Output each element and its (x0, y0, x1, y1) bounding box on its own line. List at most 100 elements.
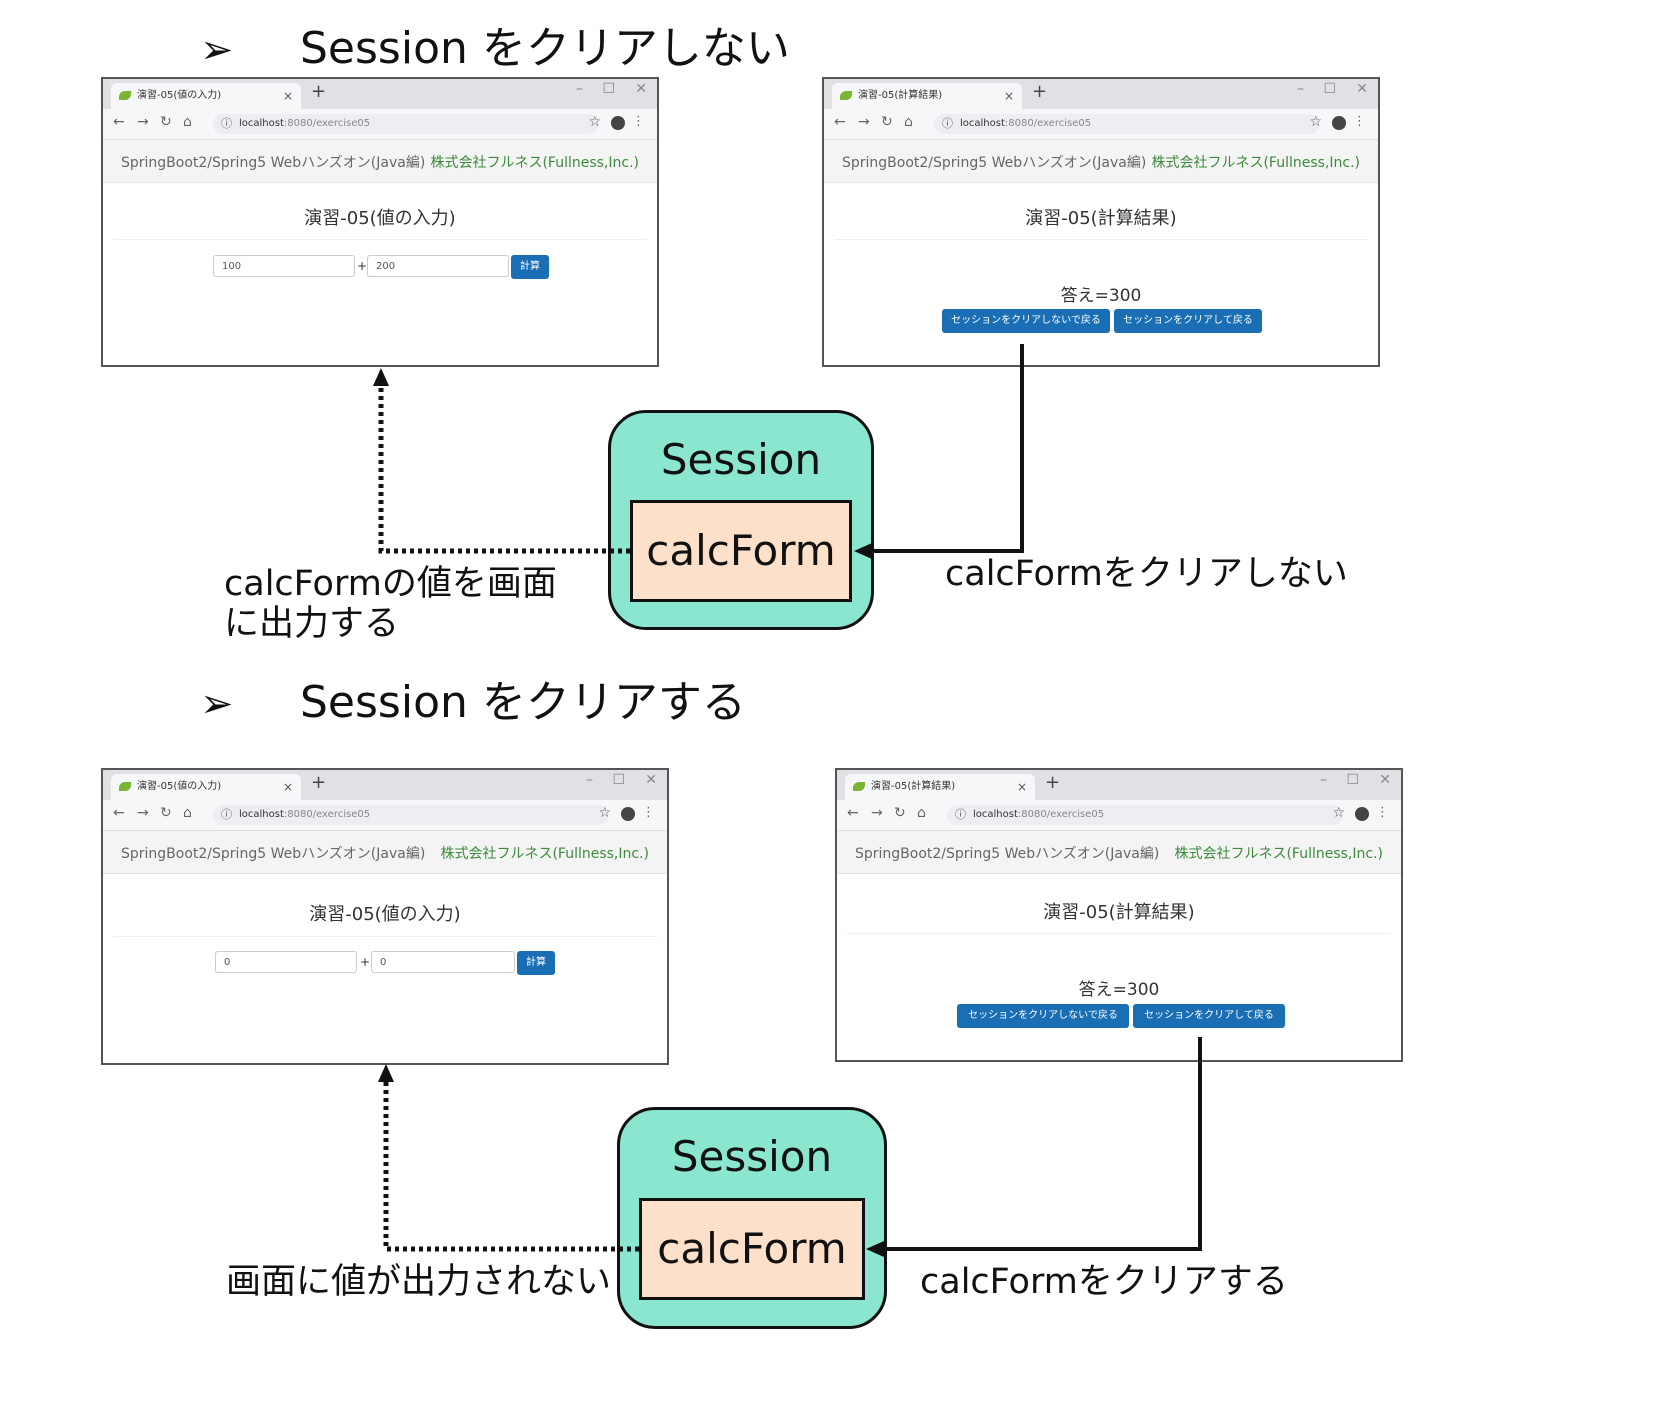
reload-icon[interactable]: ↻ (160, 114, 172, 130)
info-icon: ⓘ (221, 808, 232, 821)
info-icon: ⓘ (955, 808, 966, 821)
new-tab-button[interactable]: + (311, 81, 327, 102)
maximize-icon[interactable]: ☐ (1323, 81, 1336, 97)
browser-menu-icon[interactable]: ⋮ (632, 114, 645, 129)
site-navbar: SpringBoot2/Spring5 Webハンズオン(Java編) 株式会社… (824, 140, 1378, 183)
company-link[interactable]: 株式会社フルネス(Fullness,Inc.) (440, 846, 649, 862)
calc-button[interactable]: 計算 (517, 951, 555, 975)
minimize-icon[interactable]: – (576, 81, 583, 97)
home-icon[interactable]: ⌂ (904, 114, 913, 130)
number-input-2[interactable]: 0 (371, 951, 515, 973)
site-brand[interactable]: SpringBoot2/Spring5 Webハンズオン(Java編) (121, 155, 426, 171)
home-icon[interactable]: ⌂ (917, 805, 926, 821)
divider (113, 936, 657, 937)
site-brand[interactable]: SpringBoot2/Spring5 Webハンズオン(Java編) (855, 846, 1160, 862)
url-field[interactable]: ⓘ localhost:8080/exercise05 (947, 805, 1343, 825)
tab-close-icon[interactable]: × (282, 780, 293, 794)
tab-close-icon[interactable]: × (1003, 89, 1014, 103)
new-tab-button[interactable]: + (311, 772, 327, 793)
back-without-clearing-button[interactable]: セッションをクリアしないで戻る (957, 1004, 1129, 1028)
section-heading: ➢Session をクリアしない (200, 12, 790, 76)
back-icon[interactable]: ← (113, 114, 125, 130)
browser-tab[interactable]: 演習-05(値の入力) × (111, 774, 301, 800)
home-icon[interactable]: ⌂ (183, 114, 192, 130)
address-bar: ← → ↻ ⌂ ⓘ localhost:8080/exercise05 ☆ ⋮ (103, 800, 667, 831)
back-with-clearing-button[interactable]: セッションをクリアして戻る (1114, 309, 1262, 333)
account-icon[interactable] (611, 116, 625, 130)
divider (113, 239, 647, 240)
site-brand[interactable]: SpringBoot2/Spring5 Webハンズオン(Java編) (842, 155, 1147, 171)
back-without-clearing-button[interactable]: セッションをクリアしないで戻る (942, 309, 1110, 333)
home-icon[interactable]: ⌂ (183, 805, 192, 821)
browser-tab[interactable]: 演習-05(計算結果) × (845, 774, 1035, 800)
minimize-icon[interactable]: – (586, 772, 593, 788)
reload-icon[interactable]: ↻ (894, 805, 906, 821)
maximize-icon[interactable]: ☐ (602, 81, 615, 97)
forward-icon[interactable]: → (137, 114, 149, 130)
site-brand[interactable]: SpringBoot2/Spring5 Webハンズオン(Java編) (121, 846, 426, 862)
close-icon[interactable]: ✕ (1356, 81, 1368, 97)
back-with-clearing-button[interactable]: セッションをクリアして戻る (1133, 1004, 1285, 1028)
divider (847, 933, 1391, 934)
site-navbar: SpringBoot2/Spring5 Webハンズオン(Java編) 株式会社… (103, 831, 667, 874)
company-link[interactable]: 株式会社フルネス(Fullness,Inc.) (1151, 155, 1360, 171)
maximize-icon[interactable]: ☐ (612, 772, 625, 788)
left-annotation: 画面に値が出力されない (226, 1262, 611, 1302)
close-icon[interactable]: ✕ (645, 772, 657, 788)
tab-title: 演習-05(値の入力) (137, 90, 222, 101)
tab-close-icon[interactable]: × (1016, 780, 1027, 794)
calcform-box: calcForm (630, 500, 852, 602)
reload-icon[interactable]: ↻ (160, 805, 172, 821)
account-icon[interactable] (1355, 807, 1369, 821)
left-annotation-line-1: calcFormの値を画面 (224, 564, 557, 604)
calc-button[interactable]: 計算 (511, 255, 549, 279)
session-label: Session (671, 1132, 833, 1181)
back-icon[interactable]: ← (113, 805, 125, 821)
minimize-icon[interactable]: – (1297, 81, 1304, 97)
url-field[interactable]: ⓘ localhost:8080/exercise05 (213, 805, 609, 825)
close-icon[interactable]: ✕ (1379, 772, 1391, 788)
forward-icon[interactable]: → (137, 805, 149, 821)
maximize-icon[interactable]: ☐ (1346, 772, 1359, 788)
back-icon[interactable]: ← (834, 114, 846, 130)
tab-title: 演習-05(計算結果) (858, 90, 943, 101)
url-field[interactable]: ⓘ localhost:8080/exercise05 (213, 114, 599, 134)
browser-window-input: 演習-05(値の入力) × + – ☐ ✕ ← → ↻ ⌂ ⓘ localhos… (101, 77, 659, 367)
minimize-icon[interactable]: – (1320, 772, 1327, 788)
page-title: 演習-05(計算結果) (1043, 902, 1195, 923)
bookmark-star-icon[interactable]: ☆ (588, 114, 601, 130)
browser-menu-icon[interactable]: ⋮ (642, 805, 655, 820)
account-icon[interactable] (621, 807, 635, 821)
address-bar: ← → ↻ ⌂ ⓘ localhost:8080/exercise05 ☆ ⋮ (824, 109, 1378, 140)
number-input-1[interactable]: 0 (215, 951, 357, 973)
page-title: 演習-05(値の入力) (309, 904, 461, 925)
close-icon[interactable]: ✕ (635, 81, 647, 97)
bookmark-star-icon[interactable]: ☆ (1332, 805, 1345, 821)
browser-tab[interactable]: 演習-05(値の入力) × (111, 83, 301, 109)
bookmark-star-icon[interactable]: ☆ (1309, 114, 1322, 130)
tab-bar: 演習-05(値の入力) × + – ☐ ✕ (103, 770, 667, 800)
url-path: :8080/exercise05 (1017, 809, 1105, 820)
reload-icon[interactable]: ↻ (881, 114, 893, 130)
account-icon[interactable] (1332, 116, 1346, 130)
forward-icon[interactable]: → (858, 114, 870, 130)
number-input-1[interactable]: 100 (213, 255, 355, 277)
display-flow-arrowhead (378, 1064, 394, 1082)
back-icon[interactable]: ← (847, 805, 859, 821)
company-link[interactable]: 株式会社フルネス(Fullness,Inc.) (430, 155, 639, 171)
bookmark-star-icon[interactable]: ☆ (598, 805, 611, 821)
url-field[interactable]: ⓘ localhost:8080/exercise05 (934, 114, 1320, 134)
browser-tab[interactable]: 演習-05(計算結果) × (832, 83, 1022, 109)
company-link[interactable]: 株式会社フルネス(Fullness,Inc.) (1174, 846, 1383, 862)
bullet-arrow-icon: ➢ (200, 27, 234, 73)
new-tab-button[interactable]: + (1045, 772, 1061, 793)
browser-window-result: 演習-05(計算結果) × + – ☐ ✕ ← → ↻ ⌂ ⓘ localhos… (822, 77, 1380, 367)
tab-close-icon[interactable]: × (282, 89, 293, 103)
browser-menu-icon[interactable]: ⋮ (1353, 114, 1366, 129)
number-input-2[interactable]: 200 (367, 255, 509, 277)
tab-bar: 演習-05(計算結果) × + – ☐ ✕ (824, 79, 1378, 109)
browser-menu-icon[interactable]: ⋮ (1376, 805, 1389, 820)
new-tab-button[interactable]: + (1032, 81, 1048, 102)
forward-icon[interactable]: → (871, 805, 883, 821)
url-host: localhost (960, 118, 1005, 129)
